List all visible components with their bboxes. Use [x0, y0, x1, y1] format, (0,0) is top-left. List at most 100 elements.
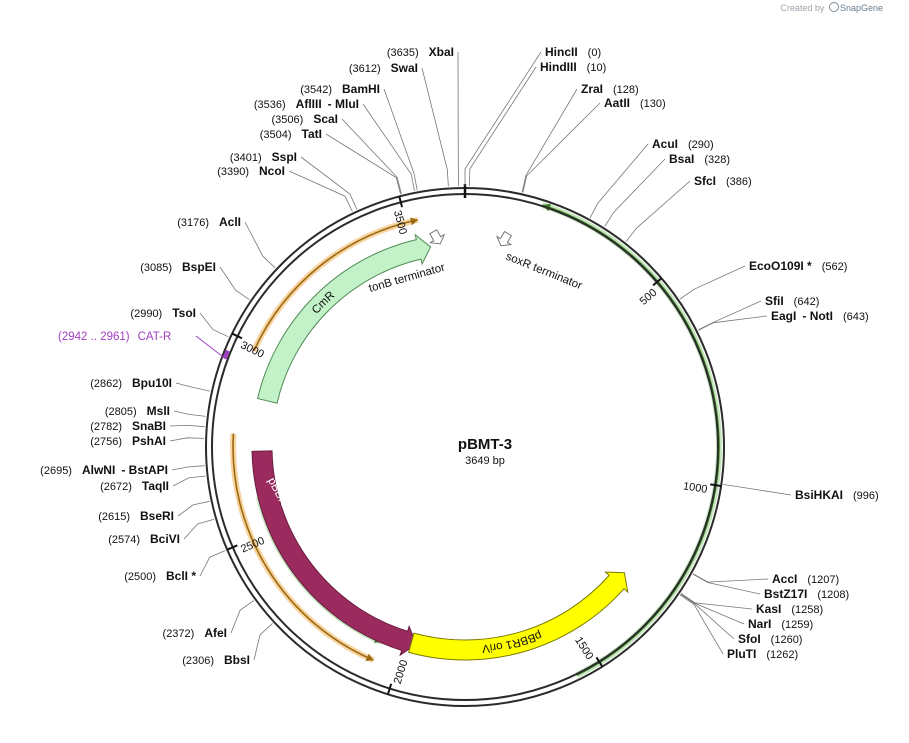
site-position: (0)	[588, 47, 601, 59]
site-taqii: (2672) TaqII	[100, 475, 206, 493]
site-position: (562)	[822, 261, 848, 273]
site-position: (996)	[853, 490, 879, 502]
plasmid-length: 3649 bp	[465, 455, 505, 467]
site-leader-line	[589, 143, 649, 219]
site-hincii: HincII (0)	[464, 45, 601, 186]
site-bsai: BsaI(328)	[604, 152, 730, 227]
site-name: SfoI	[738, 632, 761, 646]
site-leader-line	[522, 102, 601, 193]
site-leader-line	[723, 484, 792, 496]
site-leader-line	[625, 180, 691, 242]
site-position: (2862)	[90, 378, 122, 390]
site-label: (2782)SnaBI	[90, 419, 166, 433]
scale-tick	[226, 544, 238, 551]
site-leader-line	[173, 410, 206, 417]
site-position: (2500)	[124, 571, 156, 583]
site-acli: (3176) AclI	[177, 215, 276, 269]
site-bseri: (2615)BseRI	[98, 500, 210, 523]
site-label: EagI- NotI(643)	[771, 309, 869, 323]
scale-tick	[652, 277, 663, 287]
site-position: (2756)	[90, 436, 122, 448]
site-name: AclI	[219, 215, 241, 229]
site-label: (3536)AflIII- MluI	[254, 97, 359, 111]
site-leader-line	[457, 51, 460, 187]
site-label: (3085)BspEI	[140, 260, 216, 274]
site-name: ScaI	[313, 112, 338, 126]
site-leader-line	[680, 593, 735, 640]
site-position: (2306)	[182, 655, 214, 667]
site-name: XbaI	[429, 45, 454, 59]
site-leader-line	[692, 573, 769, 583]
site-ncoi: (3390)NcoI	[217, 164, 353, 212]
site-leader-line	[199, 550, 226, 577]
site-position: (642)	[794, 296, 820, 308]
site-position: (10)	[587, 62, 607, 74]
site-label: (2672) TaqII	[100, 479, 169, 493]
site-leader-line	[469, 66, 537, 187]
scale-tick	[231, 332, 243, 340]
site-label: KasI(1258)	[756, 602, 823, 616]
site-name: TaqII	[142, 479, 169, 493]
site-name: BciVI	[150, 532, 180, 546]
site-label: BstZ17I(1208)	[764, 587, 849, 601]
site-leader-line	[521, 88, 578, 193]
site-bspei: (3085)BspEI	[140, 260, 250, 301]
site-label: PluTI(1262)	[727, 647, 798, 661]
primer-position: (2942 .. 2961)	[58, 331, 130, 343]
site-name: TsoI	[172, 306, 196, 320]
site-position: (3635)	[387, 47, 419, 59]
site-zrai: ZraI(128)	[521, 82, 639, 193]
site-name: HincII	[545, 45, 578, 59]
site-label: AatII(130)	[604, 96, 666, 110]
site-leader-line	[692, 573, 761, 595]
site-scai: (3506)ScaI	[272, 112, 402, 194]
site-leader-line	[698, 300, 762, 331]
site-leader-line	[679, 594, 724, 655]
site-label: (2756)PshAI	[90, 434, 166, 448]
primer-label: (2942 .. 2961)CAT-R	[58, 331, 171, 343]
site-label: NarI (1259)	[748, 617, 813, 631]
site-leader-line	[183, 518, 215, 540]
site-name: AccI	[772, 572, 797, 586]
primer-leader-line	[195, 335, 227, 360]
site-name: EagI	[771, 309, 796, 323]
site-name-2: BstAPI	[129, 463, 168, 477]
site-bamhi: (3542)BamHI	[300, 82, 418, 191]
site-name: BamHI	[342, 82, 380, 96]
site-label: (2990)TsoI	[130, 306, 196, 320]
primer-mark	[222, 349, 230, 360]
scale-tick-label: 1500	[572, 635, 595, 662]
site-acui: AcuI(290)	[589, 137, 714, 219]
site-sfoi: SfoI(1260)	[680, 593, 802, 646]
site-position: (1259)	[781, 619, 813, 631]
site-label: (2574)BciVI	[108, 532, 180, 546]
orf-top-left	[253, 219, 418, 352]
plasmid-name: pBMT-3	[458, 436, 512, 453]
credit-brand: SnapGene	[839, 3, 883, 13]
site-label: BsaI(328)	[669, 152, 730, 166]
site-dash: -	[328, 97, 335, 111]
site-aatii: AatII(130)	[522, 96, 666, 193]
credit-prefix: Created by	[780, 3, 825, 13]
snapgene-logo-icon	[828, 2, 839, 12]
scale-tick	[386, 683, 393, 695]
site-position: (128)	[613, 84, 639, 96]
site-position: (1208)	[817, 589, 849, 601]
feature-tonB-terminator-arrow	[428, 229, 446, 245]
feature-soxR-terminator-arrow	[495, 230, 513, 247]
site-xbai: (3635) XbaI	[387, 45, 460, 187]
site-name: SfcI	[694, 174, 716, 188]
site-position: (3176)	[177, 217, 209, 229]
site-label: BsiHKAI(996)	[795, 488, 879, 502]
site-label: (3506)ScaI	[272, 112, 338, 126]
site-name: TatI	[302, 127, 322, 141]
site-position: (2672)	[100, 481, 132, 493]
site-label: (2615)BseRI	[98, 509, 174, 523]
site-label: (2805)MslI	[105, 404, 170, 418]
site-leader-line	[680, 593, 753, 610]
site-name: NarI	[748, 617, 771, 631]
site-name: AatII	[604, 96, 630, 110]
site-bstz17i: BstZ17I(1208)	[692, 573, 849, 601]
site-tati: (3504)TatI	[260, 127, 401, 195]
